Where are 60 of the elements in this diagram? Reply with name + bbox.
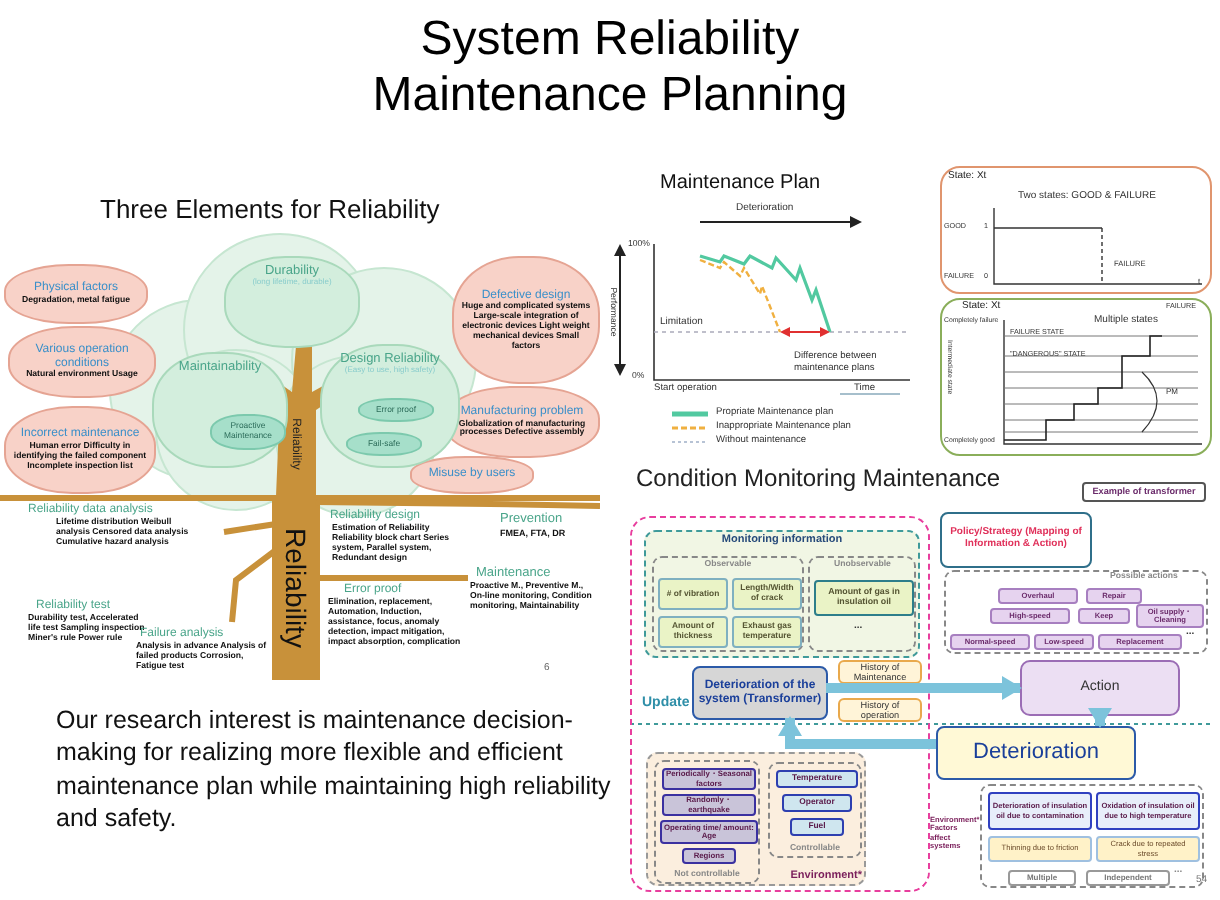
deterioration-cause-box (988, 836, 1092, 862)
group-box (768, 762, 862, 858)
group-box (654, 760, 760, 884)
leaf-bubble (210, 414, 286, 450)
deterioration-cause-box (988, 792, 1092, 830)
action-option (998, 588, 1078, 604)
factor-box (776, 770, 858, 788)
action-option (1078, 608, 1130, 624)
chart-panel (940, 166, 1212, 294)
leaf-bubble (358, 398, 434, 422)
group-box (652, 556, 804, 652)
cloud-callout (410, 456, 534, 494)
action-option (1034, 634, 1094, 650)
tag-box (1008, 870, 1076, 886)
chart-title: Maintenance Plan (660, 172, 823, 195)
section-heading: Three Elements for Reliability (100, 196, 442, 226)
cloud-callout (4, 264, 148, 324)
tag-box (1086, 870, 1170, 886)
group-box (980, 784, 1204, 888)
cloud-callout (4, 406, 156, 494)
factor-box (682, 848, 736, 864)
action-option (1136, 604, 1204, 628)
deterioration-cause-box (1096, 836, 1200, 862)
cloud-callout (452, 256, 600, 384)
section-heading: Condition Monitoring Maintenance (636, 466, 1003, 494)
environment-box (646, 752, 866, 886)
info-box (658, 616, 728, 648)
action-option (950, 634, 1030, 650)
info-box (732, 616, 802, 648)
factor-box (782, 794, 852, 812)
dashed-region (630, 516, 930, 892)
history-box (838, 698, 922, 722)
group-box (808, 556, 916, 652)
info-box (814, 580, 914, 616)
action-option (990, 608, 1070, 624)
info-box (732, 578, 802, 610)
action-option (1098, 634, 1182, 650)
action-option (1086, 588, 1142, 604)
arrow (778, 716, 936, 749)
factor-box (790, 818, 844, 836)
system-box (692, 666, 828, 720)
history-box (838, 660, 922, 684)
deterioration-box (936, 726, 1136, 780)
group-box (644, 530, 920, 658)
box-text: Deterioration (973, 740, 1099, 766)
info-box (658, 578, 728, 610)
deterioration-cause-box (1096, 792, 1200, 830)
cloud-callout (8, 326, 156, 398)
chart-panel (940, 298, 1212, 456)
policy-box (940, 512, 1092, 568)
factor-box (662, 794, 756, 816)
trunk-label: Reliability (279, 528, 313, 648)
action-box (1020, 660, 1180, 716)
arrow (826, 676, 1022, 700)
body-paragraph: Our research interest is maintenance decision-making for realizing more flexible and efficient maintenance plan while maintaining high reliability and safety. (56, 704, 613, 834)
arrow (1088, 708, 1112, 728)
leaf-bubble (346, 432, 422, 456)
slide-title: System Reliability Maintenance Planning (370, 12, 850, 123)
example-tag (1082, 482, 1206, 502)
group-box (944, 570, 1208, 654)
